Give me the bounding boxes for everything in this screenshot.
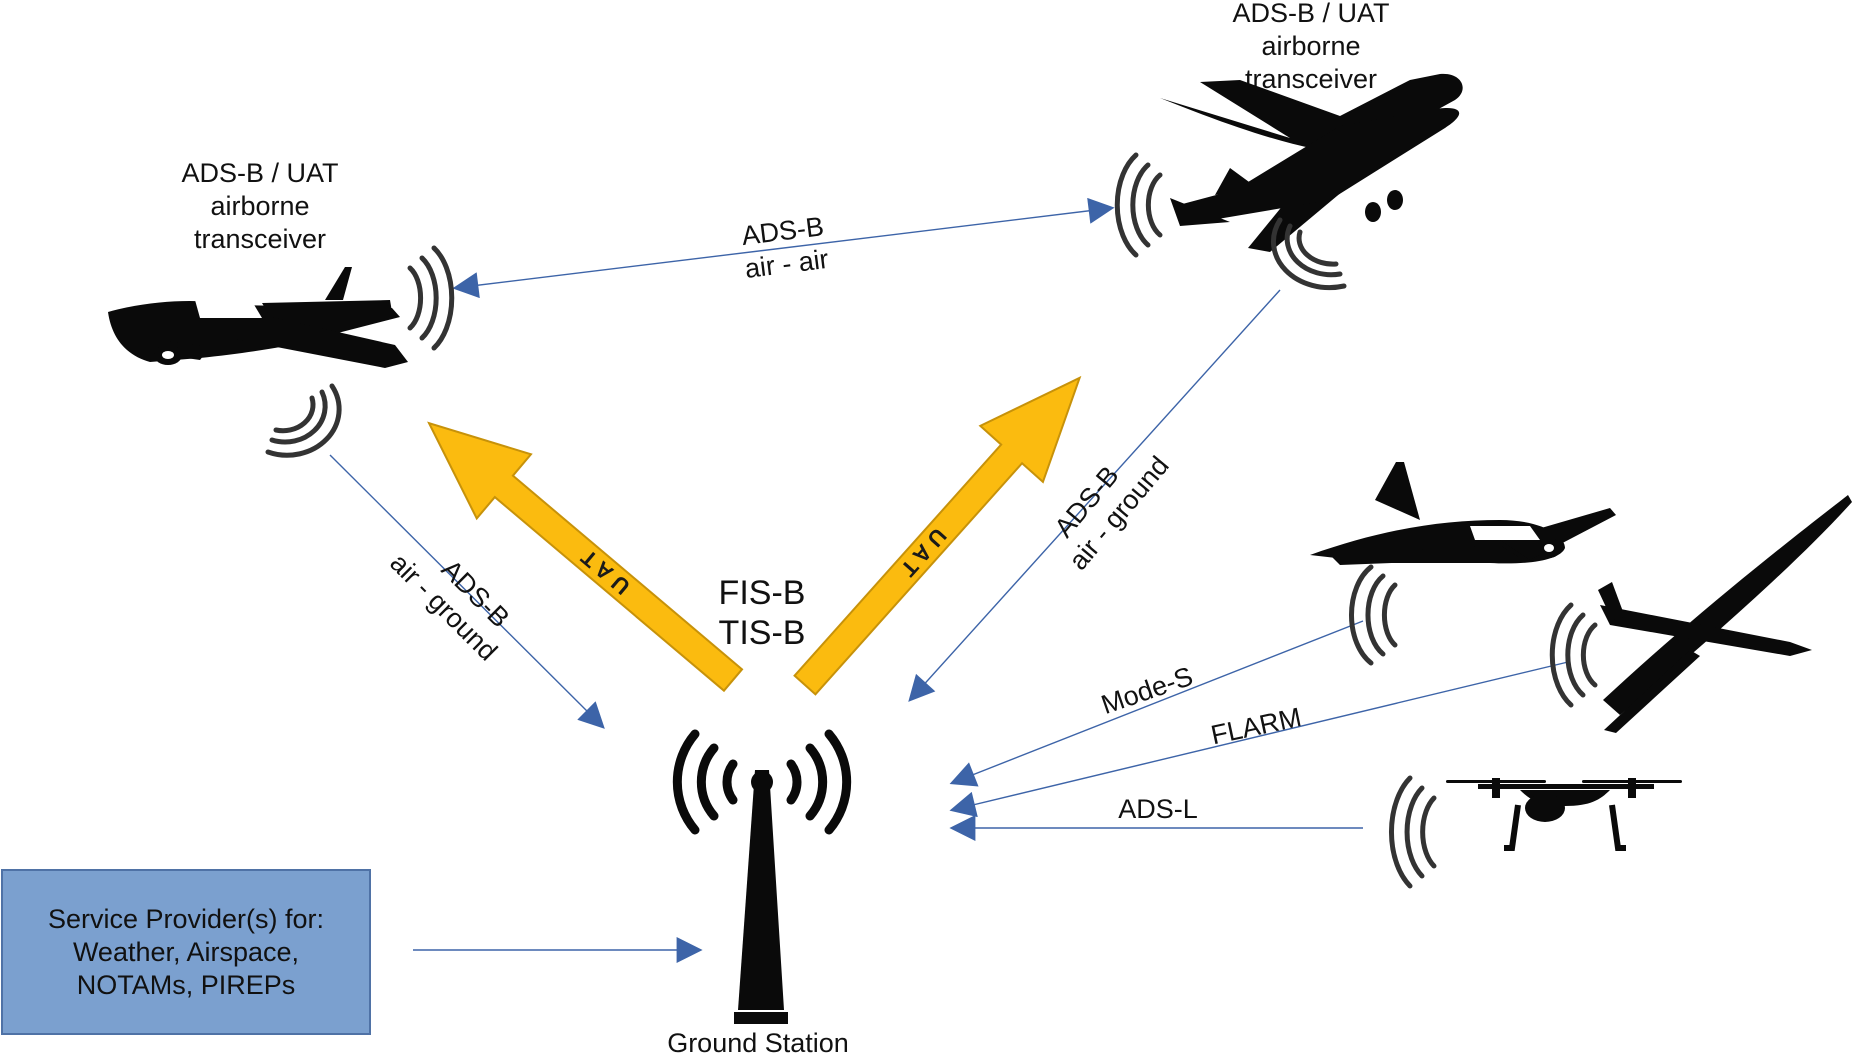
signal-waves-icon bbox=[1114, 152, 1163, 258]
small-plane-left-label: ADS-B / UAT airborne transceiver bbox=[181, 158, 338, 254]
flarm-label: FLARM bbox=[1208, 702, 1304, 750]
flarm-link-arrow bbox=[949, 661, 1569, 818]
small-plane-icon bbox=[108, 267, 408, 368]
right-air-ground-label: ADS-B air - ground bbox=[1049, 451, 1175, 576]
svg-text:FIS-B: FIS-B bbox=[719, 574, 806, 612]
svg-text:airborne: airborne bbox=[1261, 31, 1360, 61]
uat-uplink-arrow-left: UAT bbox=[427, 421, 744, 693]
air-air-link-arrow bbox=[452, 197, 1115, 299]
broadcast-services-label: FIS-B TIS-B bbox=[719, 574, 806, 652]
drone-icon bbox=[1446, 778, 1682, 851]
signal-waves-icon bbox=[1271, 217, 1347, 291]
radio-tower-icon bbox=[672, 729, 852, 1024]
mode-s-label: Mode-S bbox=[1097, 661, 1196, 720]
airliner-icon bbox=[1160, 73, 1463, 252]
service-provider-text: Service Provider(s) for: Weather, Airspa… bbox=[2, 870, 370, 1034]
signal-waves-icon bbox=[1388, 775, 1437, 889]
ground-station-label: Ground Station bbox=[667, 1028, 849, 1058]
service-provider-line: Service Provider(s) for: bbox=[47, 903, 325, 934]
left-air-ground-link-arrow bbox=[329, 454, 605, 729]
signal-waves-icon bbox=[265, 383, 342, 458]
svg-text:airborne: airborne bbox=[210, 191, 309, 221]
uat-uplink-arrow-right: UAT bbox=[793, 375, 1082, 696]
svg-text:transceiver: transceiver bbox=[194, 224, 326, 254]
service-provider-line: NOTAMs, PIREPs bbox=[76, 969, 296, 1000]
service-provider-line: Weather, Airspace, bbox=[72, 936, 300, 967]
svg-text:air - air: air - air bbox=[743, 244, 830, 284]
signal-waves-icon bbox=[1348, 564, 1398, 666]
svg-text:ADS-B / UAT: ADS-B / UAT bbox=[181, 158, 338, 188]
right-air-ground-link-arrow bbox=[908, 289, 1281, 702]
ads-l-label: ADS-L bbox=[1118, 794, 1198, 824]
glider-icon bbox=[1598, 495, 1852, 733]
svg-text:TIS-B: TIS-B bbox=[719, 614, 806, 652]
service-provider-box bbox=[1, 869, 371, 1035]
mode-s-link-arrow bbox=[949, 620, 1364, 787]
signal-waves-icon bbox=[1549, 602, 1598, 708]
svg-text:ADS-B / UAT: ADS-B / UAT bbox=[1232, 0, 1389, 28]
small-plane-icon bbox=[1310, 462, 1616, 565]
svg-text:transceiver: transceiver bbox=[1245, 64, 1377, 94]
airliner-label: ADS-B / UAT airborne transceiver bbox=[1232, 0, 1389, 94]
signal-waves-icon bbox=[407, 245, 455, 351]
left-air-ground-label: ADS-B air - ground bbox=[384, 548, 515, 667]
